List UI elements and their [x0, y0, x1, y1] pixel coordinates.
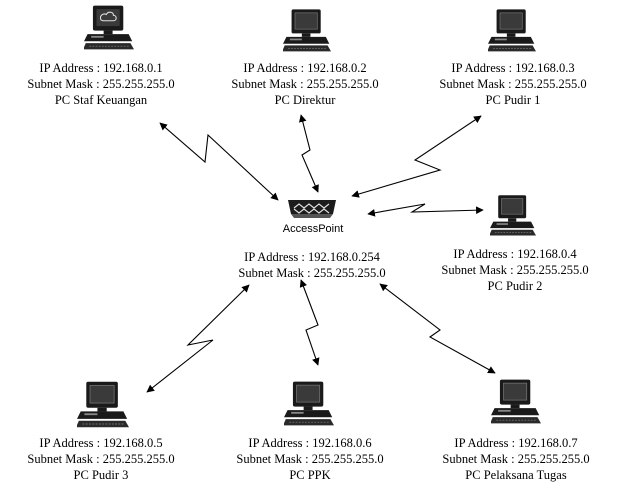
link-pc3 [351, 115, 482, 198]
node-name: PC Pudir 2 [488, 279, 543, 293]
node-mask: Subnet Mask : 255.255.255.0 [27, 452, 174, 466]
node-ip: IP Address : 192.168.0.1 [39, 61, 162, 75]
node-name: PC Direktur [275, 93, 337, 107]
node-mask: Subnet Mask : 255.255.255.0 [231, 77, 378, 91]
computer-icon [284, 381, 334, 426]
node-ip: IP Address : 192.168.0.5 [39, 436, 162, 450]
node-pc-pudir-3: IP Address : 192.168.0.5 Subnet Mask : 2… [27, 381, 175, 482]
access-point-label: AccessPoint [283, 223, 344, 235]
node-pc-pelaksana-tugas: IP Address : 192.168.0.7 Subnet Mask : 2… [442, 379, 590, 482]
node-mask: Subnet Mask : 255.255.255.0 [441, 263, 588, 277]
computer-icon [488, 8, 536, 52]
computer-icon [77, 381, 129, 428]
node-name: PC Pudir 1 [486, 93, 541, 107]
node-mask: Subnet Mask : 255.255.255.0 [439, 77, 586, 91]
node-mask: Subnet Mask : 255.255.255.0 [442, 452, 589, 466]
access-point-icon [288, 200, 336, 218]
node-pc-direktur: IP Address : 192.168.0.2 Subnet Mask : 2… [231, 8, 379, 107]
server-computer-icon [84, 4, 134, 50]
node-ip: IP Address : 192.168.0.4 [453, 247, 577, 261]
access-point-ip: IP Address : 192.168.0.254 [244, 250, 380, 264]
access-point: AccessPoint IP Address : 192.168.0.254 S… [238, 200, 386, 280]
link-pc6 [299, 279, 320, 366]
node-name: PC PPK [289, 468, 330, 482]
node-name: PC Staf Keuangan [55, 93, 148, 107]
node-pc-pudir-1: IP Address : 192.168.0.3 Subnet Mask : 2… [439, 8, 587, 107]
node-name: PC Pelaksana Tugas [465, 468, 567, 482]
node-ip: IP Address : 192.168.0.3 [451, 61, 574, 75]
link-pc2 [298, 114, 319, 193]
node-pc-staf-keuangan: IP Address : 192.168.0.1 Subnet Mask : 2… [27, 4, 175, 107]
node-pc-ppk: IP Address : 192.168.0.6 Subnet Mask : 2… [236, 381, 384, 482]
node-mask: Subnet Mask : 255.255.255.0 [236, 452, 383, 466]
computer-icon [283, 8, 331, 52]
node-name: PC Pudir 3 [74, 468, 129, 482]
link-pc7 [379, 283, 496, 374]
access-point-mask: Subnet Mask : 255.255.255.0 [238, 266, 385, 280]
node-pc-pudir-2: IP Address : 192.168.0.4 Subnet Mask : 2… [441, 194, 589, 293]
computer-icon [490, 194, 536, 236]
node-mask: Subnet Mask : 255.255.255.0 [27, 77, 174, 91]
link-pc5 [146, 284, 250, 393]
node-ip: IP Address : 192.168.0.7 [454, 436, 577, 450]
wireless-links [146, 114, 496, 393]
link-pc1 [159, 122, 279, 201]
link-pc4 [367, 203, 484, 217]
node-ip: IP Address : 192.168.0.2 [243, 61, 366, 75]
computer-icon [491, 379, 541, 424]
node-ip: IP Address : 192.168.0.6 [248, 436, 371, 450]
